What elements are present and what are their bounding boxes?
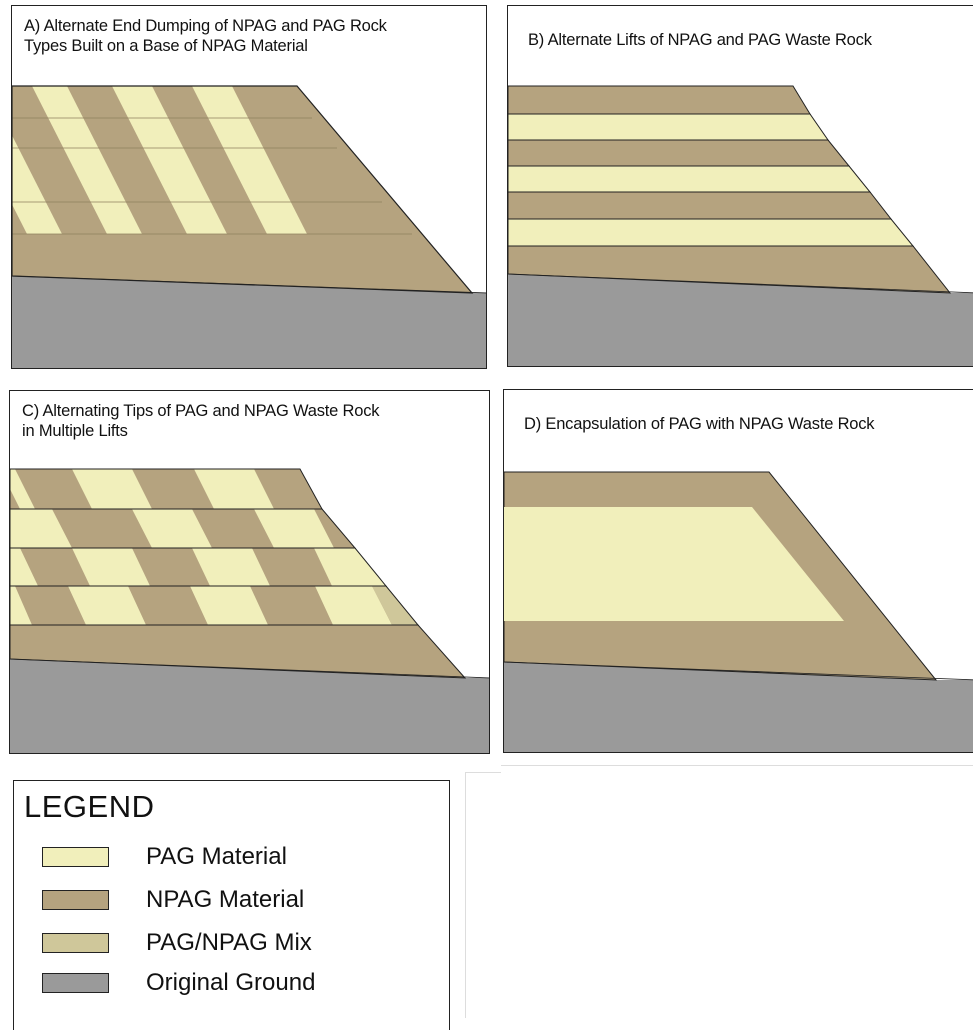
legend-swatch-npag — [42, 890, 109, 910]
blank-area-border — [465, 772, 501, 773]
panel-c-diagram — [10, 391, 490, 754]
npag-lift — [508, 86, 810, 114]
pag-lift — [508, 219, 913, 246]
legend-label-ground: Original Ground — [146, 969, 315, 997]
blank-area-border — [501, 765, 973, 766]
pag-lift — [508, 166, 870, 192]
legend: LEGEND PAG Material NPAG Material PAG/NP… — [13, 780, 450, 1030]
legend-swatch-pag — [42, 847, 109, 867]
legend-label-pag: PAG Material — [146, 843, 287, 871]
pag-lift — [508, 114, 828, 140]
legend-title: LEGEND — [24, 789, 154, 825]
npag-lift — [508, 192, 891, 219]
panel-a: A) Alternate End Dumping of NPAG and PAG… — [11, 5, 487, 369]
panel-a-diagram — [12, 6, 487, 369]
panel-b-diagram — [508, 6, 973, 367]
panel-d: D) Encapsulation of PAG with NPAG Waste … — [503, 389, 973, 753]
legend-swatch-ground — [42, 973, 109, 993]
legend-swatch-mix — [42, 933, 109, 953]
panel-b: B) Alternate Lifts of NPAG and PAG Waste… — [507, 5, 973, 367]
panel-d-diagram — [504, 390, 973, 753]
panel-c: C) Alternating Tips of PAG and NPAG Wast… — [9, 390, 490, 754]
npag-lift — [508, 140, 849, 166]
legend-label-npag: NPAG Material — [146, 886, 304, 914]
blank-area-border — [465, 772, 466, 1018]
legend-label-mix: PAG/NPAG Mix — [146, 929, 312, 957]
